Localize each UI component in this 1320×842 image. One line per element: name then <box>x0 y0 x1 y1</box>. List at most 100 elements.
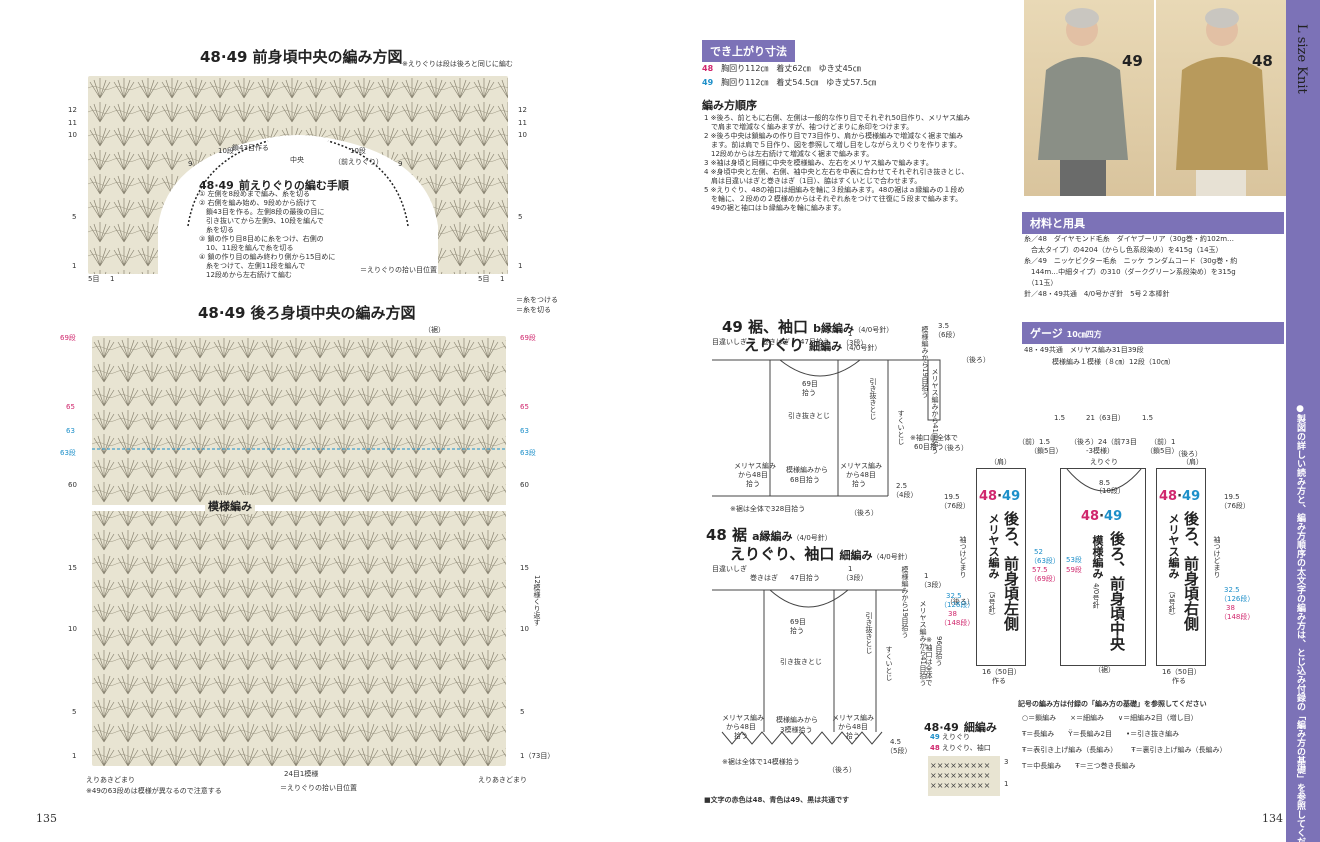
row-num: 15 <box>520 564 529 572</box>
num-49: 49 <box>722 318 743 336</box>
dim-back2: （後ろ） <box>1174 450 1202 458</box>
neck-step: 糸をつけて、左側11段を編んで <box>199 262 306 270</box>
gauge-label: ゲージ <box>1030 327 1063 340</box>
dim-h38-l: 38 <box>948 610 957 618</box>
symbol-label: ＝細編み <box>1075 714 1104 722</box>
d49-line2: えりぐり <box>744 336 805 354</box>
symbol-label: ＝表引き上げ編み（長編み） <box>1026 746 1118 754</box>
svg-text:×××××××××: ××××××××× <box>930 771 990 780</box>
size-text: 胸回り112㎝ 着丈54.5㎝ ゆき丈57.5㎝ <box>721 78 877 87</box>
label-pick69: 69目 <box>802 380 818 388</box>
page-number: 134 <box>1262 812 1283 825</box>
symbols-row: T＝中長編み Ŧ＝三つ巻き長編み <box>1022 762 1282 771</box>
label-hikinuki: 引き抜きとじ <box>780 658 822 666</box>
dim-h575b: （69段） <box>1030 575 1060 583</box>
row-num: 1 <box>518 262 523 270</box>
num-48: 48 <box>1081 509 1100 524</box>
row-num: 65 <box>66 403 75 411</box>
label-back: （後ろ） <box>828 766 856 774</box>
d48-needle: （4/0号針） <box>792 534 832 542</box>
label-r3: （3段） <box>842 574 868 582</box>
pattern-text: 模様編み <box>208 500 252 513</box>
label-sukui: すくいとじ <box>897 410 905 445</box>
panel-right-nums: 48·49 <box>1159 489 1201 504</box>
panel-right-title: 後ろ、前身頃右側 <box>1182 511 1200 631</box>
num-48: 48 <box>198 304 219 322</box>
size-text: 胸回り112㎝ 着丈62㎝ ゆき丈45㎝ <box>721 64 861 73</box>
dim-h126: （126段） <box>1220 595 1255 603</box>
label-moyo68: 模様編みから <box>786 466 828 474</box>
d49-title: 裾、袖口 <box>747 318 808 336</box>
row-num: 69段 <box>520 334 536 342</box>
photo-49: 49 <box>1024 0 1154 196</box>
sc-legend-text: えりぐり、袖口 <box>941 744 991 752</box>
order-line: を輪に、２段めの２模様めからはそれぞれ糸をつけて往復に５段まで編みます。 <box>704 195 963 203</box>
num-48: 48 <box>930 744 940 752</box>
n9-right: 9 <box>398 160 403 168</box>
center-label: 中央 <box>290 156 304 164</box>
symbol-label: ＝中長編み <box>1026 762 1062 770</box>
color-note: ■文字の赤色は48、青色は49、黒は共通です <box>704 796 850 804</box>
neck-step: 12段めから左右続けて編む <box>199 271 292 279</box>
neck-curve <box>1066 469 1142 492</box>
n9-left: 9 <box>188 160 193 168</box>
label-pick47: 47目拾う <box>800 338 830 346</box>
num-49: 49 <box>930 733 940 741</box>
neck-step: 鎖43目を作る。左側8段の最後の目に <box>199 208 325 216</box>
edge-48-title: 48 裾 a縁編み（4/0号針） <box>706 524 832 545</box>
sc-legend-49: 49 えりぐり <box>930 733 970 742</box>
neck-sub-title: 前えりぐりの編む手順 <box>238 179 349 192</box>
stitch-count: 1 <box>110 275 115 283</box>
neck-step: ① 左側を8段めまで編み、糸を切る <box>199 190 310 198</box>
label-hirou: 拾う <box>852 480 866 488</box>
symbol-label: ＝引き抜き編み <box>1130 730 1180 738</box>
pattern-label: 模様編み <box>205 495 255 514</box>
row-num: 5 <box>72 213 77 221</box>
pick-note: ＝えりぐりの拾い目位置 <box>280 784 357 792</box>
row-num: 12 <box>518 106 527 114</box>
photo-48: 48 <box>1156 0 1286 196</box>
num-48: 48 <box>199 179 215 192</box>
neck-step: 糸を切る <box>199 226 234 234</box>
panel-center-nums: 48·49 <box>1081 509 1123 524</box>
symbols-legend: ○＝鎖編み ×＝細編み ∨＝細編み2目（増し目） Ŧ＝長編み Ÿ＝長編み2目 •… <box>1022 714 1282 771</box>
panel-right-needle: （5号針） <box>1168 587 1176 620</box>
row10-left: 10段 <box>218 147 234 155</box>
label-hirou: 拾う <box>734 732 748 740</box>
dim-shoulder-r: （前）1 <box>1150 438 1176 446</box>
label-hirou: 拾う <box>746 480 760 488</box>
label-meshigai: 目違いしぎ <box>712 338 747 346</box>
dim-back-neck: （後ろ）24（前73目 <box>1070 438 1137 446</box>
fpdc-symbol: Ŧ＝表引き上げ編み（長編み） <box>1022 746 1118 754</box>
panel-center-sub: 模様編み <box>1091 535 1104 579</box>
photo-num-49: 49 <box>1122 52 1143 70</box>
row-num: 1 <box>72 752 77 760</box>
row-num: 60 <box>68 481 77 489</box>
label-front-neck19: 模様編みから19目拾う <box>901 566 909 638</box>
row-num: 65 <box>520 403 529 411</box>
row-num: 10 <box>68 625 77 633</box>
sc-symbol-chart: ××××××××× ××××××××× ××××××××× <box>928 756 1000 796</box>
label-back: （後ろ） <box>946 598 974 606</box>
neck-stop-right: えりあきどまり <box>478 776 527 784</box>
neck-step: ③ 鎖の作り目8目めに糸をつけ、右側の <box>199 235 324 243</box>
num-49: 49 <box>1002 489 1021 504</box>
label-pick69b: 拾う <box>802 389 816 397</box>
footnote-text: 49の63段めは模様が異なるので注意する <box>91 787 222 795</box>
label-r45: 4.5 <box>890 738 902 746</box>
front-note: ※えりぐりは段は後ろと同じに編む <box>402 60 513 68</box>
material-line: 糸／48 ダイヤモンド毛糸 ダイヤブーリア（30g巻・約102m… <box>1024 235 1235 243</box>
label-back: （後ろ） <box>850 509 878 517</box>
label-makihagi: 巻きはぎ <box>762 338 790 346</box>
footnote-mark: ※ <box>86 787 92 795</box>
order-line: ます。前は肩で５目作り、図を参照して増し目をしながらえりぐりを作ります。 <box>704 141 962 149</box>
neck-step: 10、11段を編んで糸を切る <box>199 244 294 252</box>
label-moyo3b: 3模様拾う <box>780 726 813 734</box>
d49-needle2: （4/0号針） <box>842 344 882 352</box>
num-49: 49 <box>226 48 248 66</box>
svg-text:×××××××××: ××××××××× <box>930 761 990 770</box>
panel-center-needle: 4/0号針 <box>1092 583 1100 609</box>
label-meriyasu41: メリヤス編みから41目拾う <box>931 368 939 454</box>
panel-left-needle: （5号針） <box>988 587 996 620</box>
row-num: 5 <box>518 213 523 221</box>
